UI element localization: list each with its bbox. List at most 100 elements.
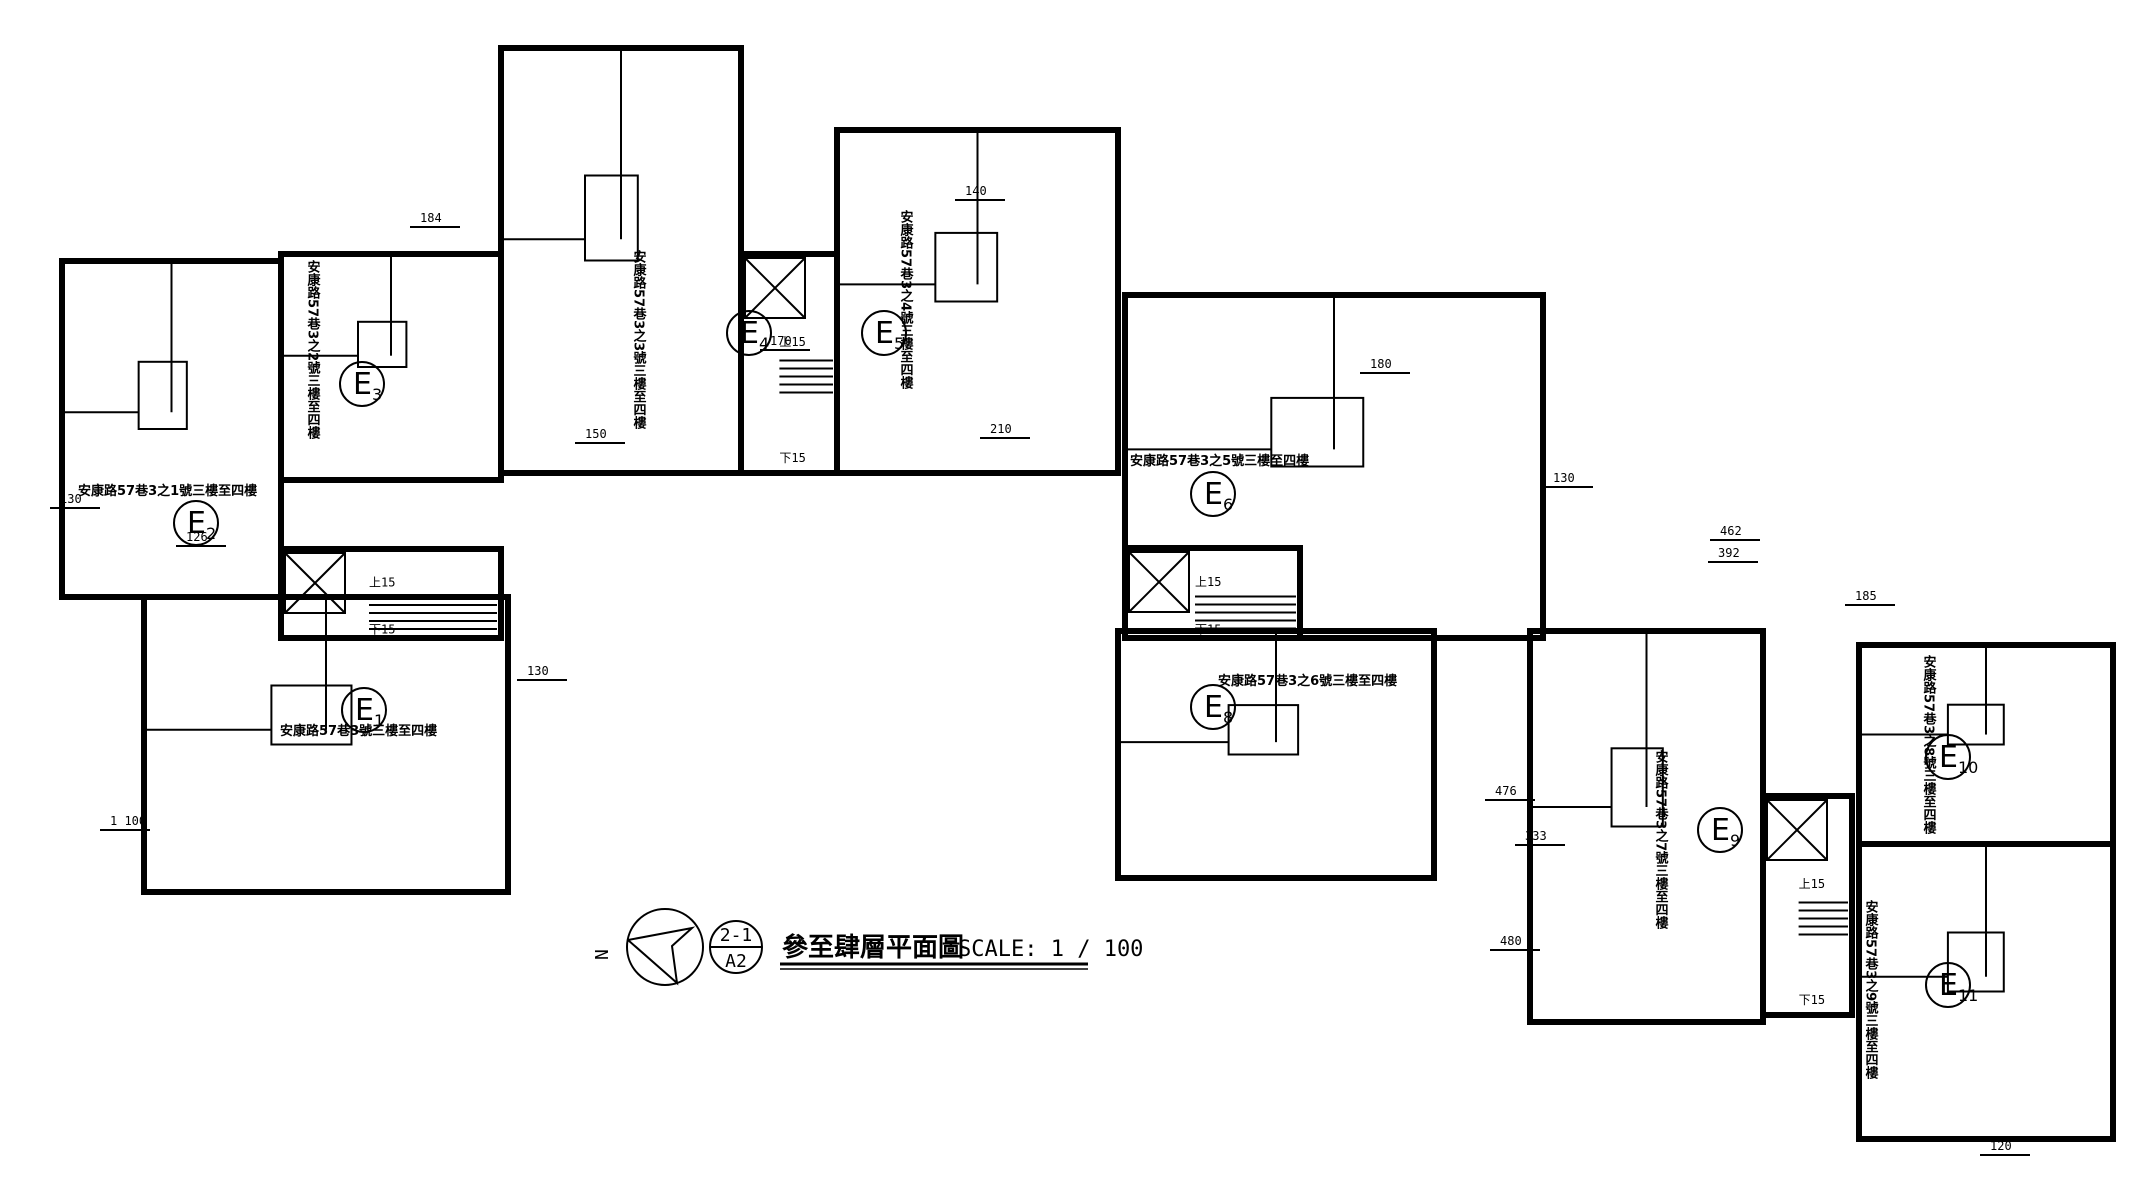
unit-tag: E11 (1939, 968, 1978, 1005)
unit-tag-bubble (1190, 684, 1236, 730)
unit-tag: E3 (353, 367, 382, 404)
north-label: N (592, 949, 613, 960)
unit-address: 安康路57巷3之3號三樓至四樓 (631, 249, 648, 430)
stair-down-label: 下15 (1799, 993, 1825, 1007)
bathroom (137, 360, 188, 430)
bathroom (1270, 396, 1365, 468)
unit-tag: E9 (1711, 813, 1740, 850)
dimension-label: 120 (1990, 1139, 2012, 1153)
stair-core: 上15 下15 (1122, 545, 1303, 641)
dimension-label: 1 100 (110, 814, 146, 828)
bathroom (584, 174, 639, 262)
bathroom (934, 231, 999, 303)
unit-tag-bubble (726, 310, 772, 356)
stair-down-label: 下15 (1195, 623, 1221, 637)
unit-tag-sub: 9 (1730, 831, 1740, 850)
unit-tag-bubble (1925, 734, 1971, 780)
unit-address: 安康路57巷3之7號三樓至四樓 (1653, 749, 1670, 930)
bathroom (270, 684, 353, 746)
elevator-icon (744, 257, 806, 319)
unit-tag-sub: 6 (1223, 495, 1233, 514)
dimension-label: 185 (1855, 589, 1877, 603)
unit-tag-sub: 4 (759, 334, 769, 353)
stair-up-label: 上15 (369, 575, 395, 589)
unit-address: 安康路57巷3之6號三樓至四樓 (1218, 673, 1397, 689)
detail-ref-top: 2-1 (720, 925, 753, 946)
dimension-label: 210 (990, 422, 1012, 436)
unit-tag-bubble (1697, 807, 1743, 853)
stair-up-label: 上15 (779, 335, 805, 349)
unit-tag: E4 (740, 316, 769, 353)
unit-tag-sub: 3 (372, 385, 382, 404)
dimension-label: 180 (1370, 357, 1392, 371)
unit-tag-sub: 10 (1958, 758, 1978, 777)
unit-address: 安康路57巷3之4號三樓至四樓 (898, 209, 915, 390)
unit-E6: E6 安康路57巷3之5號三樓至四樓 (1122, 292, 1546, 641)
unit-tag-bubble (339, 361, 385, 407)
stair-up-label: 上15 (1799, 877, 1825, 891)
dimension-label: 480 (1500, 934, 1522, 948)
dimension-label: 130 (60, 492, 82, 506)
unit-tag-sub: 8 (1223, 708, 1233, 727)
dimension-label: 140 (965, 184, 987, 198)
unit-E9: E9 安康路57巷3之7號三樓至四樓 (1527, 628, 1766, 1025)
unit-tag: E10 (1939, 740, 1978, 777)
bathroom (1610, 747, 1664, 828)
elevator-icon (284, 552, 346, 614)
dimension-label: 170 (770, 334, 792, 348)
unit-tag-sub: 2 (206, 524, 216, 543)
dimension-label: 126 (186, 530, 208, 544)
bathroom (357, 320, 408, 368)
units-layer: E1安康路57巷3號三樓至四樓E2安康路57巷3之1號三樓至四樓E3安康路57巷… (59, 45, 2116, 1142)
unit-tag-sub: 11 (1958, 986, 1978, 1005)
north-arrow-icon: N (592, 908, 704, 986)
unit-E4: E4 安康路57巷3之3號三樓至四樓 (498, 45, 772, 476)
unit-tag-bubble (341, 687, 387, 733)
unit-address: 安康路57巷3之2號三樓至四樓 (305, 259, 322, 440)
unit-tag: E6 (1204, 477, 1233, 514)
dimension-label: 130 (527, 664, 549, 678)
bathroom (1946, 703, 2005, 746)
unit-address: 安康路57巷3之9號三樓至四樓 (1863, 899, 1880, 1080)
dimension-label: 150 (585, 427, 607, 441)
unit-tag-sub: 1 (374, 711, 384, 730)
dimension-label: 130 (1553, 471, 1575, 485)
unit-address: 安康路57巷3之5號三樓至四樓 (1130, 453, 1309, 469)
detail-reference-bubble: 2-1 A2 (709, 920, 763, 974)
stair-core: 上15 下15 (1760, 793, 1855, 1018)
stair-up-label: 上15 (1195, 575, 1221, 589)
unit-tag-bubble (1925, 962, 1971, 1008)
dimension-label: 333 (1525, 829, 1547, 843)
unit-tag-bubble (1190, 471, 1236, 517)
unit-address: 安康路57巷3之8號三樓至四樓 (1921, 654, 1938, 835)
unit-tag-bubble (861, 310, 907, 356)
detail-ref-bottom: A2 (725, 951, 747, 972)
unit-E3: E3 安康路57巷3之2號三樓至四樓 (278, 251, 504, 483)
dimension-label: 476 (1495, 784, 1517, 798)
drawing-title: 參至肆層平面圖 (782, 932, 964, 963)
unit-address: 安康路57巷3之1號三樓至四樓 (78, 483, 257, 499)
bathroom (1946, 931, 2005, 993)
unit-address: 安康路57巷3號三樓至四樓 (280, 723, 437, 739)
dimension-label: 392 (1718, 546, 1740, 560)
unit-tag: E8 (1204, 690, 1233, 727)
dimension-label: 462 (1720, 524, 1742, 538)
stair-down-label: 下15 (779, 451, 805, 465)
dimension-label: 184 (420, 211, 442, 225)
elevator-icon (1766, 799, 1828, 861)
unit-tag-sub: 5 (894, 334, 904, 353)
unit-E11: E11 安康路57巷3之9號三樓至四樓 (1856, 841, 2116, 1142)
elevator-icon (1128, 551, 1190, 613)
bathroom (1227, 704, 1300, 756)
drawing-scale: SCALE: 1 / 100 (958, 937, 1143, 962)
stair-core: 上15 下15 (738, 251, 840, 476)
